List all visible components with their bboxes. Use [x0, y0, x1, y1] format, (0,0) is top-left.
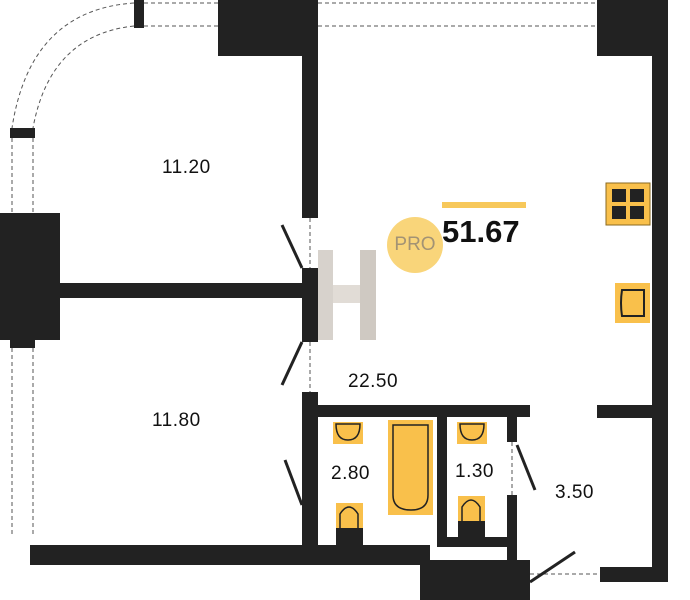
bathroom-sink-icon: [333, 422, 363, 444]
total-area: 51.67: [442, 214, 520, 249]
pro-badge: PRO: [387, 217, 443, 273]
doors: [280, 224, 576, 584]
room-area-wc: 1.30: [455, 461, 494, 482]
room-area-bathroom: 2.80: [331, 463, 370, 484]
toilet-icon: [336, 503, 363, 545]
area-accent-bar: [442, 202, 526, 208]
kitchen-stove-icon: [605, 182, 651, 226]
wc-toilet-icon: [458, 496, 485, 537]
room-area-living: 22.50: [348, 371, 399, 392]
room-area-bedroom-1: 11.20: [162, 157, 211, 178]
kitchen-sink-icon: [615, 283, 650, 323]
room-area-hallway: 3.50: [555, 482, 594, 503]
windows: [11, 2, 600, 575]
watermark-logo: [318, 250, 376, 340]
wc-sink-icon: [457, 422, 487, 444]
room-area-bedroom-2: 11.80: [152, 410, 201, 431]
bathtub-icon: [388, 420, 433, 515]
walls: [0, 0, 668, 600]
